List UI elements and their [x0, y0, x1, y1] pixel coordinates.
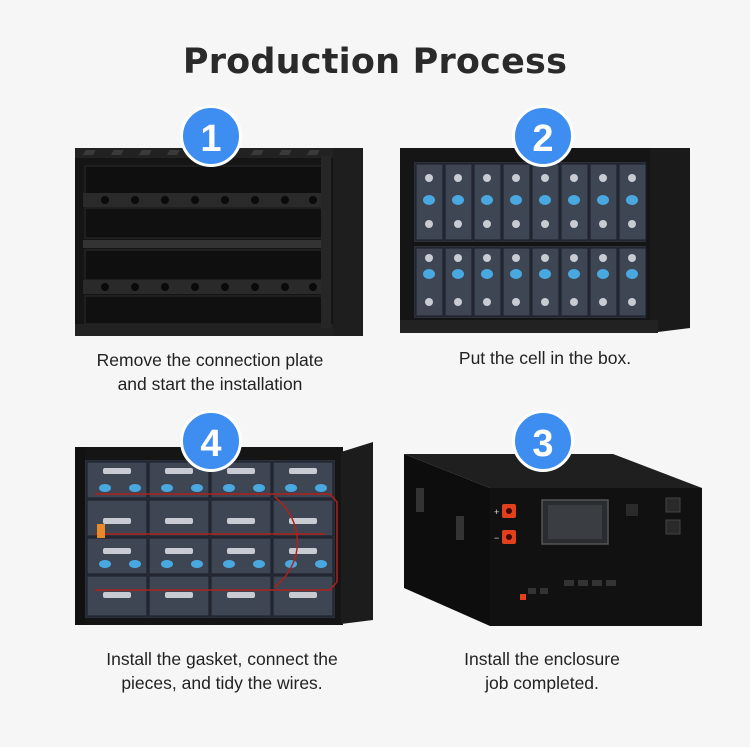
plus-label: +: [494, 507, 499, 517]
page-title: Production Process: [182, 42, 568, 82]
enclosure-photo: + −: [404, 454, 702, 626]
step-3-badge: 3: [512, 410, 574, 472]
minus-label: −: [494, 533, 499, 543]
step-2-caption: Put the cell in the box.: [458, 348, 632, 368]
step-1-badge: 1: [180, 105, 242, 167]
step-4-badge: 4: [180, 410, 242, 472]
gasket-wiring-photo: [75, 442, 373, 625]
step-2-badge: 2: [512, 105, 574, 167]
step-3-caption: Install the enclosure job completed.: [464, 649, 620, 693]
step-1-caption: Remove the connection plate and start th…: [96, 350, 324, 394]
step-4-caption: Install the gasket, connect the pieces, …: [106, 649, 338, 693]
empty-rack-photo: [75, 148, 363, 336]
cells-in-box-photo: [400, 148, 690, 333]
